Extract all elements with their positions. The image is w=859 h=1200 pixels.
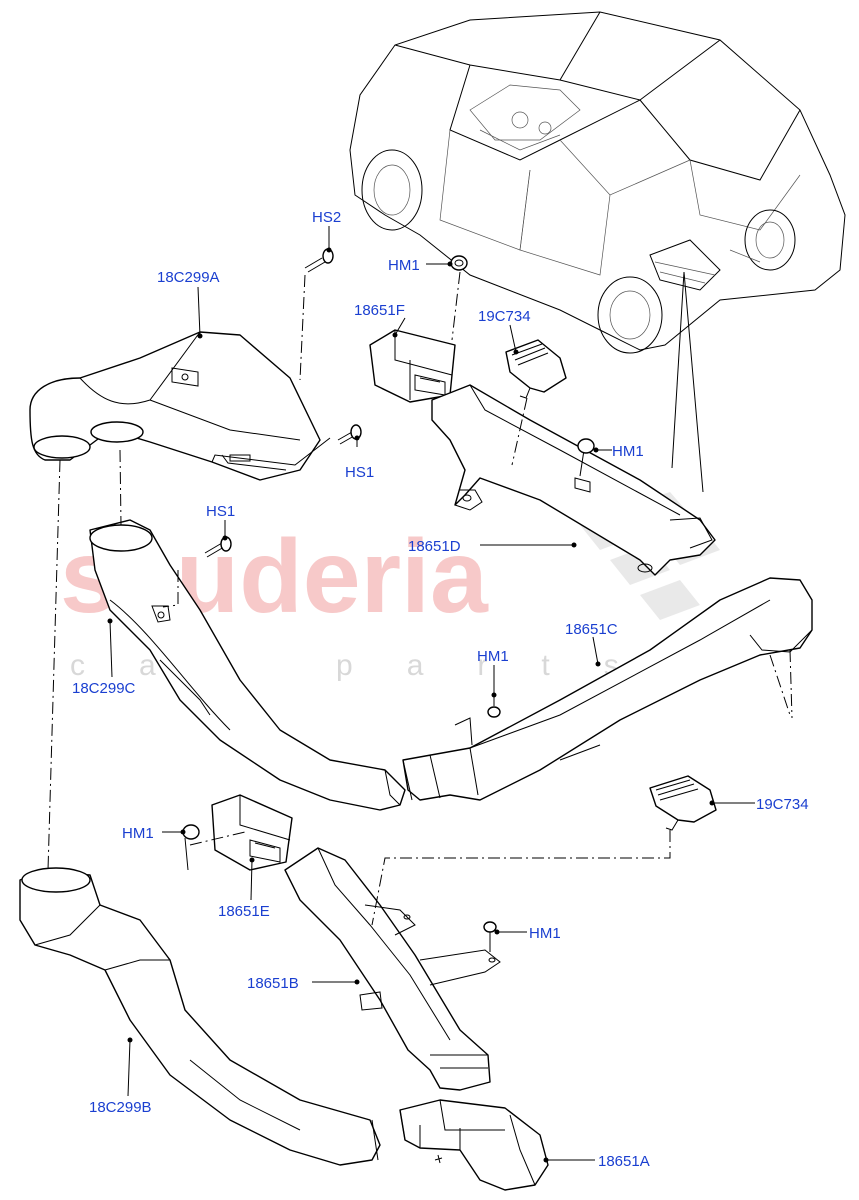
clip-hm1-top (450, 255, 468, 271)
label-18651a: 18651A (598, 1153, 650, 1170)
label-18c299c: 18C299C (72, 680, 136, 697)
duct-18651b (284, 847, 501, 1091)
connector-19c734-mid (649, 775, 717, 831)
duct-18c299a (29, 331, 331, 481)
duct-18651c (402, 577, 813, 801)
callout-labels: HS2 18C299A HM1 18651F 19C734 HS1 HM1 HS… (72, 209, 809, 1170)
duct-18651a (399, 1099, 549, 1191)
label-18651d: 18651D (408, 538, 461, 555)
label-18651b: 18651B (247, 975, 299, 992)
bolt-hs1-right (337, 424, 362, 445)
label-hs1-left: HS1 (206, 503, 235, 520)
label-19c734-mid: 19C734 (756, 796, 809, 813)
assembly-lines (47, 271, 793, 926)
label-18c299b: 18C299B (89, 1099, 152, 1116)
duct-18651e (211, 794, 293, 871)
label-hm1-top: HM1 (388, 257, 420, 274)
label-19c734-top: 19C734 (478, 308, 531, 325)
label-hm1-left: HM1 (122, 825, 154, 842)
connector-19c734-top (505, 339, 567, 399)
clip-hm1-right (577, 438, 595, 477)
duct-18651f (369, 329, 456, 403)
label-hs1-right: HS1 (345, 464, 374, 481)
label-18c299a: 18C299A (157, 269, 220, 286)
duct-18c299b (19, 867, 381, 1166)
duct-18651d (431, 384, 716, 576)
label-18651c: 18651C (565, 621, 618, 638)
duct-18c299c (89, 519, 406, 811)
label-hm1-mid: HM1 (477, 648, 509, 665)
label-hm1-low: HM1 (529, 925, 561, 942)
label-hs2: HS2 (312, 209, 341, 226)
leader-lines (107, 226, 755, 1163)
label-18651e: 18651E (218, 903, 270, 920)
clip-hm1-low (483, 921, 497, 952)
label-18651f: 18651F (354, 302, 405, 319)
clip-hm1-mid (487, 695, 501, 718)
vehicle-locator-illustration (349, 11, 846, 493)
label-hm1-right: HM1 (612, 443, 644, 460)
